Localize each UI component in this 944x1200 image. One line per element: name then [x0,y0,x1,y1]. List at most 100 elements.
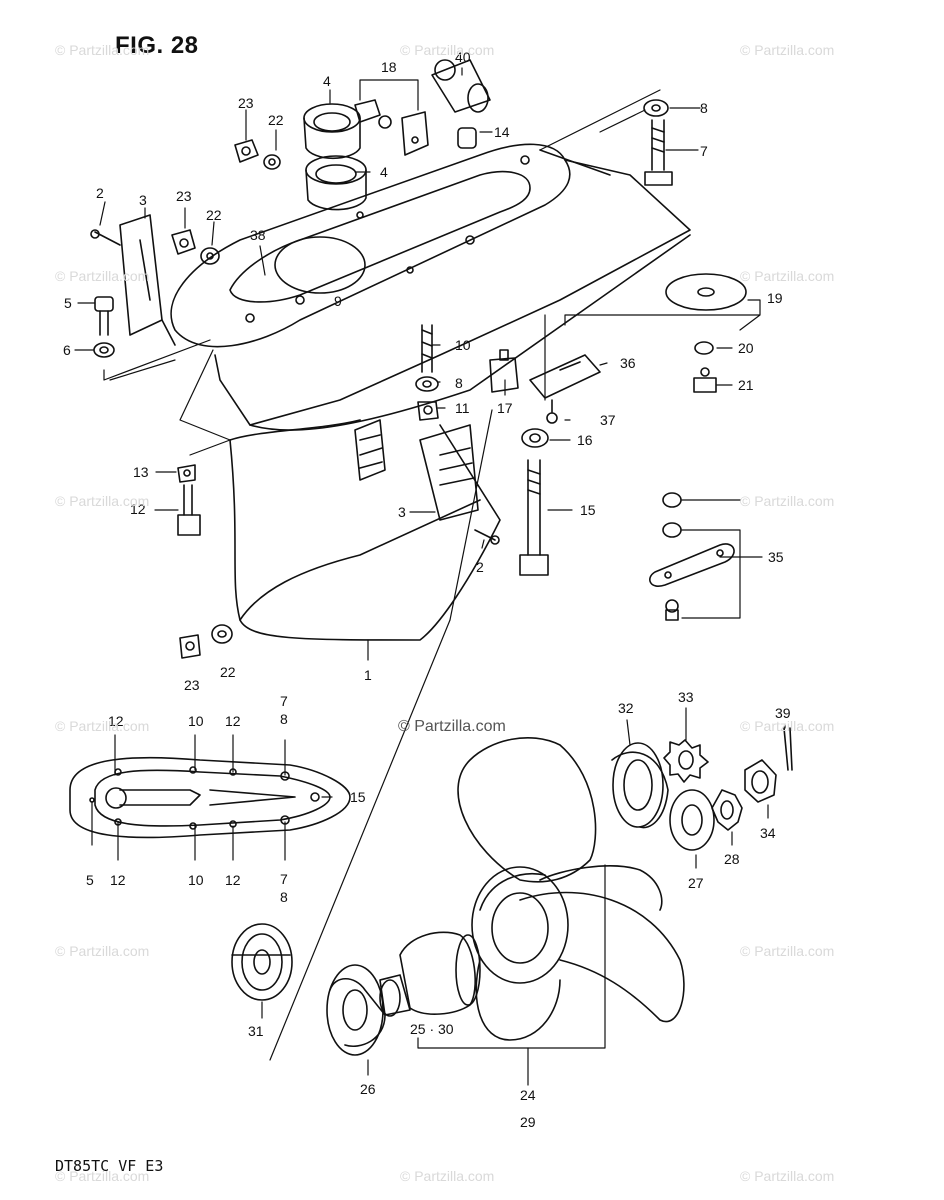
callout-33: 33 [678,689,694,705]
stud-10 [421,324,433,373]
callout-16: 16 [577,432,593,448]
callout-12: 12 [130,501,146,517]
callout-3-left: 3 [139,192,147,208]
cotter-pin-39 [783,727,793,771]
washer-22-top [263,154,281,170]
gearcase-housing [170,143,691,641]
callout-28: 28 [724,851,740,867]
watermark: © Partzilla.com [55,268,150,284]
callout-3-center: 3 [398,504,406,520]
bearing-top [303,103,361,160]
callout-7-top: 7 [700,143,708,159]
callout-34: 34 [760,825,776,841]
gasket-callout-12-a: 12 [108,713,124,729]
callout-23-mid: 23 [176,188,192,204]
bolt-15 [519,459,549,576]
nut-11 [417,401,439,421]
nut-23-top [234,139,259,163]
watermark: © Partzilla.com [55,493,150,509]
callout-22-low: 22 [220,664,236,680]
callout-39: 39 [775,705,791,721]
gasket-callout-15: 15 [350,789,366,805]
watermark: © Partzilla.com [740,718,835,734]
washer-8-top [643,99,669,117]
leader-lines [74,67,786,1086]
callout-18: 18 [381,59,397,75]
callout-40: 40 [455,49,471,65]
anode-3-left [119,214,176,346]
plate-36 [529,354,601,399]
callout-19: 19 [767,290,783,306]
spacer-32 [611,742,669,829]
block-18 [354,99,429,156]
callout-6: 6 [63,342,71,358]
callout-27: 27 [688,875,704,891]
spacer-26 [326,964,386,1056]
bolt-5 [94,296,114,336]
bracket-35 [649,492,735,621]
callout-13: 13 [133,464,149,480]
callout-22-mid: 22 [206,207,222,223]
gasket-callout-8-b: 8 [280,889,288,905]
figure-title: FIG. 28 [115,32,199,59]
bolt-7 [644,119,673,186]
washer-22-low [211,624,233,644]
watermark-main: © Partzilla.com [398,718,506,735]
bolt-12 [177,484,201,536]
callout-20: 20 [738,340,754,356]
watermark: © Partzilla.com [55,1168,150,1184]
watermark: © Partzilla.com [740,493,835,509]
watermark: © Partzilla.com [400,42,495,58]
screw-37 [546,399,558,424]
callout-labels: 40 18 4 4 23 22 14 8 7 2 3 23 22 38 9 5 … [63,49,791,1130]
callout-9: 9 [334,293,342,309]
callout-29: 29 [520,1114,536,1130]
callout-14: 14 [494,124,510,140]
callout-8-mid: 8 [455,375,463,391]
model-code: DT85TC VF E3 [55,1157,164,1175]
callout-37: 37 [600,412,616,428]
washer-6 [93,342,115,358]
callout-21: 21 [738,377,754,393]
callout-15: 15 [580,502,596,518]
washer-33 [663,739,709,783]
plug-14 [457,127,477,149]
callout-4-top: 4 [323,73,331,89]
nut-23-low [179,634,201,659]
propeller-24 [457,737,685,1041]
washer-20 [694,341,714,355]
callout-26: 26 [360,1081,376,1097]
washer-13 [177,464,196,483]
washer-16 [521,428,549,448]
callout-25-30: 25 · 30 [410,1021,454,1037]
gasket-callout-12-c: 12 [110,872,126,888]
watermark: © Partzilla.com [740,1168,835,1184]
gasket-callout-12-d: 12 [225,872,241,888]
bushing-25-30 [379,931,481,1017]
gasket-callout-7-a: 7 [280,693,288,709]
callout-4-lower: 4 [380,164,388,180]
screw-2-left [90,229,121,246]
cap-40 [431,59,491,113]
gasket-callout-10-b: 10 [188,872,204,888]
callout-1: 1 [364,667,372,683]
watermark: © Partzilla.com [400,1168,495,1184]
callout-5: 5 [64,295,72,311]
nut-34 [744,759,777,803]
gasket-callout-10-a: 10 [188,713,204,729]
callout-36: 36 [620,355,636,371]
callout-35: 35 [768,549,784,565]
nut-23-mid [171,229,196,255]
callout-24: 24 [520,1087,536,1103]
callout-2-left: 2 [96,185,104,201]
callout-32: 32 [618,700,634,716]
gasket-callout-12-b: 12 [225,713,241,729]
bearing-lower [305,155,367,211]
gasket-callout-8-a: 8 [280,711,288,727]
callout-10: 10 [455,337,471,353]
callout-22-top: 22 [268,112,284,128]
callout-31: 31 [248,1023,264,1039]
washer-8-mid [415,376,439,392]
nut-21 [693,367,717,393]
anode-3-center [419,424,479,521]
